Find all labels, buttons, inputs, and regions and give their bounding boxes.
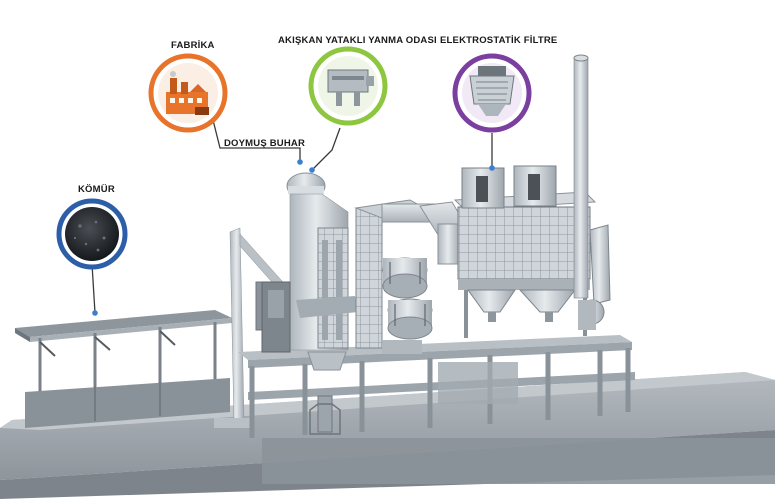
electrostatic-filter-icon — [469, 66, 515, 116]
coal-label: KÖMÜR — [78, 184, 115, 195]
ground-slab — [0, 372, 775, 499]
steam-point-dot — [297, 159, 303, 165]
coal-pile-icon — [65, 207, 119, 261]
coal-conveyor-shed — [15, 310, 232, 428]
coal-point-dot — [92, 310, 98, 316]
combustion-chamber-icon — [327, 69, 374, 106]
coal-callout — [56, 198, 128, 270]
fluidized-bed-boiler — [261, 172, 358, 371]
furnace-label: AKIŞKAN YATAKLI YANMA ODASI — [278, 35, 437, 46]
furnace-callout — [308, 46, 388, 126]
callout-lines — [91, 115, 493, 314]
factory-callout — [148, 53, 228, 133]
heat-exchanger-stack — [354, 199, 437, 354]
factory-label: FABRİKA — [171, 40, 215, 51]
steam-label: DOYMUŞ BUHAR — [224, 138, 306, 149]
chimney — [573, 54, 611, 330]
filter-callout — [452, 53, 532, 133]
filter-point-dot — [489, 165, 495, 171]
factory-icon — [166, 71, 209, 115]
furnace-point-dot — [309, 167, 315, 173]
filter-label: ELEKTROSTATİK FİLTRE — [440, 35, 558, 46]
